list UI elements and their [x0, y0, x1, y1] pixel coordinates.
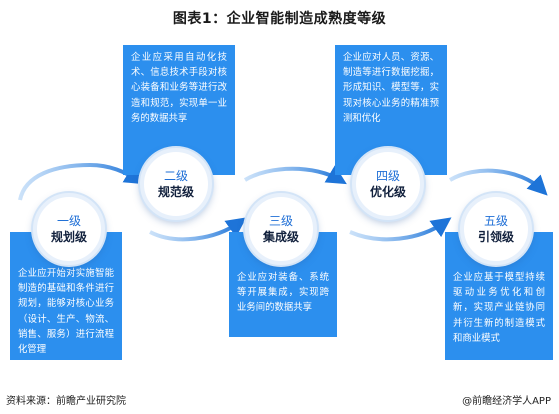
level-5-circle: 五级 引领级	[460, 193, 532, 265]
level-1-num: 一级	[56, 214, 81, 228]
source-note: 资料来源：前瞻产业研究院	[6, 396, 126, 407]
page-title: 图表1：企业智能制造成熟度等级	[172, 11, 387, 27]
level-5-num: 五级	[483, 214, 508, 228]
level-2-circle: 二级 规范级	[140, 148, 212, 220]
level-4-name: 优化级	[369, 185, 406, 199]
level-2-num: 二级	[163, 169, 188, 183]
arrow-5-end	[448, 168, 548, 196]
level-5-name: 引领级	[477, 230, 514, 244]
arrow-4-5	[349, 217, 452, 242]
level-4-desc: 企业应对人员、资源、制造等进行数据挖掘，形成知识、模型等，实现对核心业务的精准预…	[335, 45, 447, 175]
brand-label: @前瞻经济学人APP	[462, 396, 551, 407]
level-3-num: 三级	[268, 214, 293, 228]
level-1-name: 规划级	[50, 230, 87, 244]
arrow-2-3	[149, 217, 247, 242]
level-1-circle: 一级 规划级	[33, 193, 105, 265]
level-3-name: 集成级	[262, 230, 299, 244]
level-4-num: 四级	[375, 169, 400, 183]
level-2-name: 规范级	[157, 185, 194, 199]
brand-note: @前瞻经济学人APP	[462, 392, 551, 407]
level-4-circle: 四级 优化级	[352, 148, 424, 220]
level-3-circle: 三级 集成级	[245, 193, 317, 265]
arrow-3-4	[243, 165, 347, 185]
